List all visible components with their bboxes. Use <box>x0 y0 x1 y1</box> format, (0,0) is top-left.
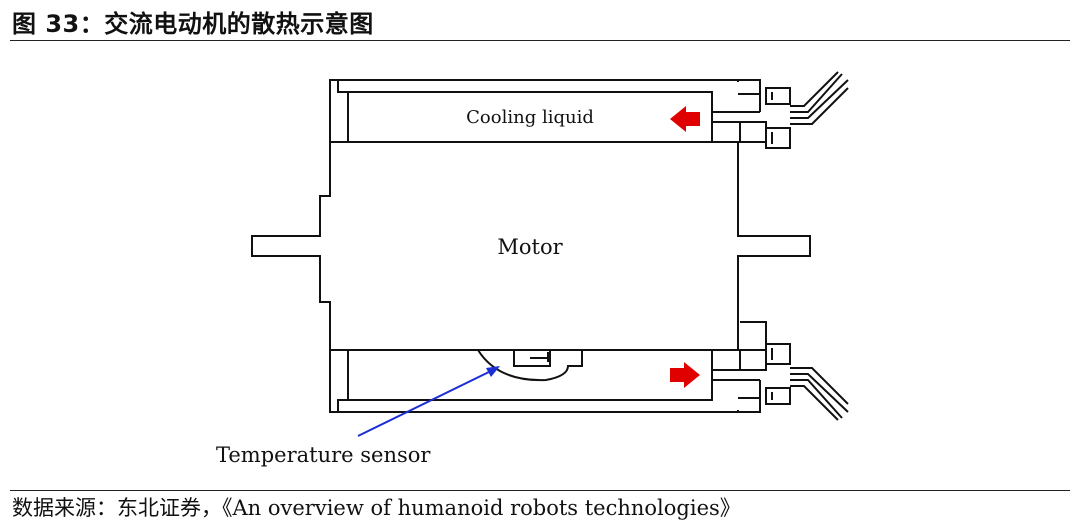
inflow-arrow <box>670 106 700 132</box>
figure-source: 数据来源：东北证券，《An overview of humanoid robot… <box>12 496 741 520</box>
bottom-hose-fittings <box>765 343 849 421</box>
temperature-sensor <box>477 349 583 382</box>
cooling-liquid-label: Cooling liquid <box>466 107 594 128</box>
source-rule <box>10 490 1070 491</box>
motor-body <box>251 141 811 351</box>
figure-title: 图 33：交流电动机的散热示意图 <box>12 10 374 38</box>
motor-cooling-diagram: Cooling liquid Motor Temperature sensor <box>216 71 849 467</box>
temperature-sensor-label: Temperature sensor <box>216 443 431 467</box>
top-cooling-jacket <box>329 79 767 143</box>
sensor-pointer-arrow <box>357 366 500 437</box>
motor-label: Motor <box>497 235 563 259</box>
outflow-arrow <box>670 362 700 388</box>
bottom-cooling-jacket <box>329 321 767 413</box>
top-hose-fittings <box>765 71 849 149</box>
title-rule <box>10 40 1070 41</box>
